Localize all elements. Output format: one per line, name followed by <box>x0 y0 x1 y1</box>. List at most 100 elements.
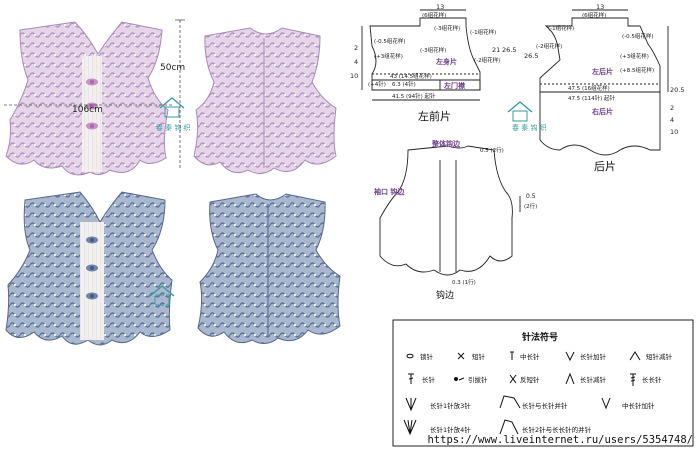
dc-4-in-1-icon <box>403 419 417 436</box>
pink-vest-back-photo <box>193 27 337 174</box>
back-neck-rows: (6组花样) <box>582 11 606 19</box>
tr-icon <box>630 373 636 386</box>
back-panel-1: 左后片 <box>591 67 613 76</box>
stitch-legend-box <box>392 319 694 447</box>
front-placket <box>82 56 102 172</box>
single-crochet-icon <box>457 352 465 360</box>
dc-3-in-1-icon <box>405 397 417 412</box>
left-front-panel-label: 左身片 <box>435 57 457 66</box>
legend-slip: 引拔针 <box>468 375 488 384</box>
legend-dc-inc: 长针加针 <box>580 352 607 361</box>
back-title: 后片 <box>594 160 616 173</box>
left-front-arm: (-1组花样) <box>470 28 496 36</box>
left-front-side-1: 21 <box>492 46 500 54</box>
back-b2: (-2组花样) <box>536 42 562 50</box>
dc-icon <box>408 373 414 384</box>
left-front-neck-width: 13 <box>436 3 444 11</box>
edging-diagram <box>379 145 521 276</box>
house-logo-icon-2 <box>149 285 175 306</box>
left-front-a4: (+4针) <box>368 80 386 88</box>
edging-neck-label: 整体钩边 <box>431 139 461 148</box>
legend-tr: 长长针 <box>642 375 662 384</box>
back-num-b: 4 <box>670 116 674 124</box>
frog-button-blue-3 <box>86 292 98 300</box>
logo-text-top: 春 秦 钩 织 <box>156 123 191 132</box>
back-b5: (+8.5组花样) <box>620 66 654 74</box>
back-neck-width: 13 <box>596 3 604 11</box>
legend-chain: 锁针 <box>420 352 434 361</box>
left-front-title: 左前片 <box>418 109 451 123</box>
back-side-2: 20.5 <box>670 86 684 94</box>
edging-top-right: 0.5 (2行) <box>480 146 504 154</box>
back-panel-2: 右后片 <box>591 107 613 116</box>
dc-join-icon <box>499 395 521 409</box>
house-logo-icon <box>159 97 185 118</box>
frog-button-3 <box>86 122 98 130</box>
length-measure-line <box>175 19 185 170</box>
legend-dc4: 长针1针放4针 <box>430 425 471 434</box>
back-num-c: 10 <box>670 128 678 136</box>
legend-dc-dec: 长针减针 <box>580 375 607 384</box>
left-front-side-2: 26.5 <box>502 46 516 54</box>
legend-dc-tr-join: 长针2针与长长针的并针 <box>522 425 592 434</box>
left-front-a3: (+3组花样) <box>374 52 403 60</box>
house-logo-icon-3 <box>507 101 533 122</box>
back-b3: (-0.5组花样) <box>622 32 654 40</box>
left-front-diagram <box>361 9 481 101</box>
back-c1: 47.5 (16组花样) <box>568 84 610 92</box>
reverse-sc-icon <box>509 374 517 384</box>
slip-stitch-icon <box>454 377 465 381</box>
left-front-placket-label: 左门襟 <box>443 81 465 90</box>
legend-reverse: 反短针 <box>520 375 540 384</box>
left-front-a1: (-0.5组花样) <box>374 37 406 45</box>
legend-dc-join: 长针与长针并针 <box>522 401 568 410</box>
left-front-center-2: 6.3 (4针) <box>392 80 416 88</box>
pink-vest-front-photo <box>5 21 169 176</box>
legend-hdc: 中长针 <box>520 352 540 361</box>
frog-button-1 <box>86 78 98 86</box>
chain-stitch-icon <box>406 353 414 359</box>
left-front-neck-rows-2: (-3组花样) <box>434 24 460 32</box>
left-front-bottom: 41.5 (94针) 起针 <box>392 92 436 100</box>
hdc-icon <box>510 351 514 360</box>
legend-dc: 长针 <box>422 375 436 384</box>
left-front-a2: (-3组花样) <box>420 46 446 54</box>
length-label: 50cm <box>160 63 185 73</box>
watermark-url: https://www.liveinternet.ru/users/535474… <box>427 434 693 446</box>
frog-button-blue-2 <box>86 264 98 272</box>
left-front-neck-rows: (6组花样) <box>422 11 446 19</box>
hdc-increase-icon <box>601 397 611 410</box>
sc-decrease-icon <box>629 351 641 361</box>
left-front-num-c: 10 <box>350 72 358 80</box>
back-num-a: 2 <box>670 104 674 112</box>
blue-vest-back-photo <box>197 193 341 344</box>
back-b4: (+3组花样) <box>620 52 649 60</box>
edging-bottom-mid: 0.3 (1行) <box>452 278 476 286</box>
legend-title: 针法符号 <box>522 331 558 343</box>
left-front-arm2: (-2组花样) <box>474 56 500 64</box>
logo-text-mid: 春 秦 钩 织 <box>512 123 547 132</box>
edging-side-mid: (2行) <box>524 202 537 210</box>
edging-side-top: 0.5 <box>526 193 536 200</box>
back-b1: (-1组花样) <box>548 24 574 32</box>
back-side-1: 26.5 <box>524 52 538 60</box>
left-front-num-b: 4 <box>354 58 358 66</box>
legend-hdc-inc: 中长针加针 <box>622 401 655 410</box>
legend-dc3: 长针1针放3针 <box>430 401 471 410</box>
dc-tr-join-icon <box>499 419 519 435</box>
dc-increase-icon <box>565 351 575 362</box>
frog-button-blue-1 <box>86 236 98 244</box>
left-front-center-1: 43 (14.5组花样) <box>390 72 432 80</box>
left-front-num-a: 2 <box>354 44 358 52</box>
back-diagram <box>539 9 669 156</box>
legend-single: 短针 <box>472 352 486 361</box>
dc-decrease-icon <box>565 372 575 385</box>
edging-armhole-label: 袖口 钩边 <box>373 187 405 196</box>
edging-bottom-label: 钩边 <box>436 289 454 301</box>
width-label: 106cm <box>72 105 103 115</box>
legend-sc-dec: 短针减针 <box>646 352 673 361</box>
back-c2: 47.5 (114针) 起针 <box>568 94 616 102</box>
blue-vest-front-photo <box>5 191 173 346</box>
